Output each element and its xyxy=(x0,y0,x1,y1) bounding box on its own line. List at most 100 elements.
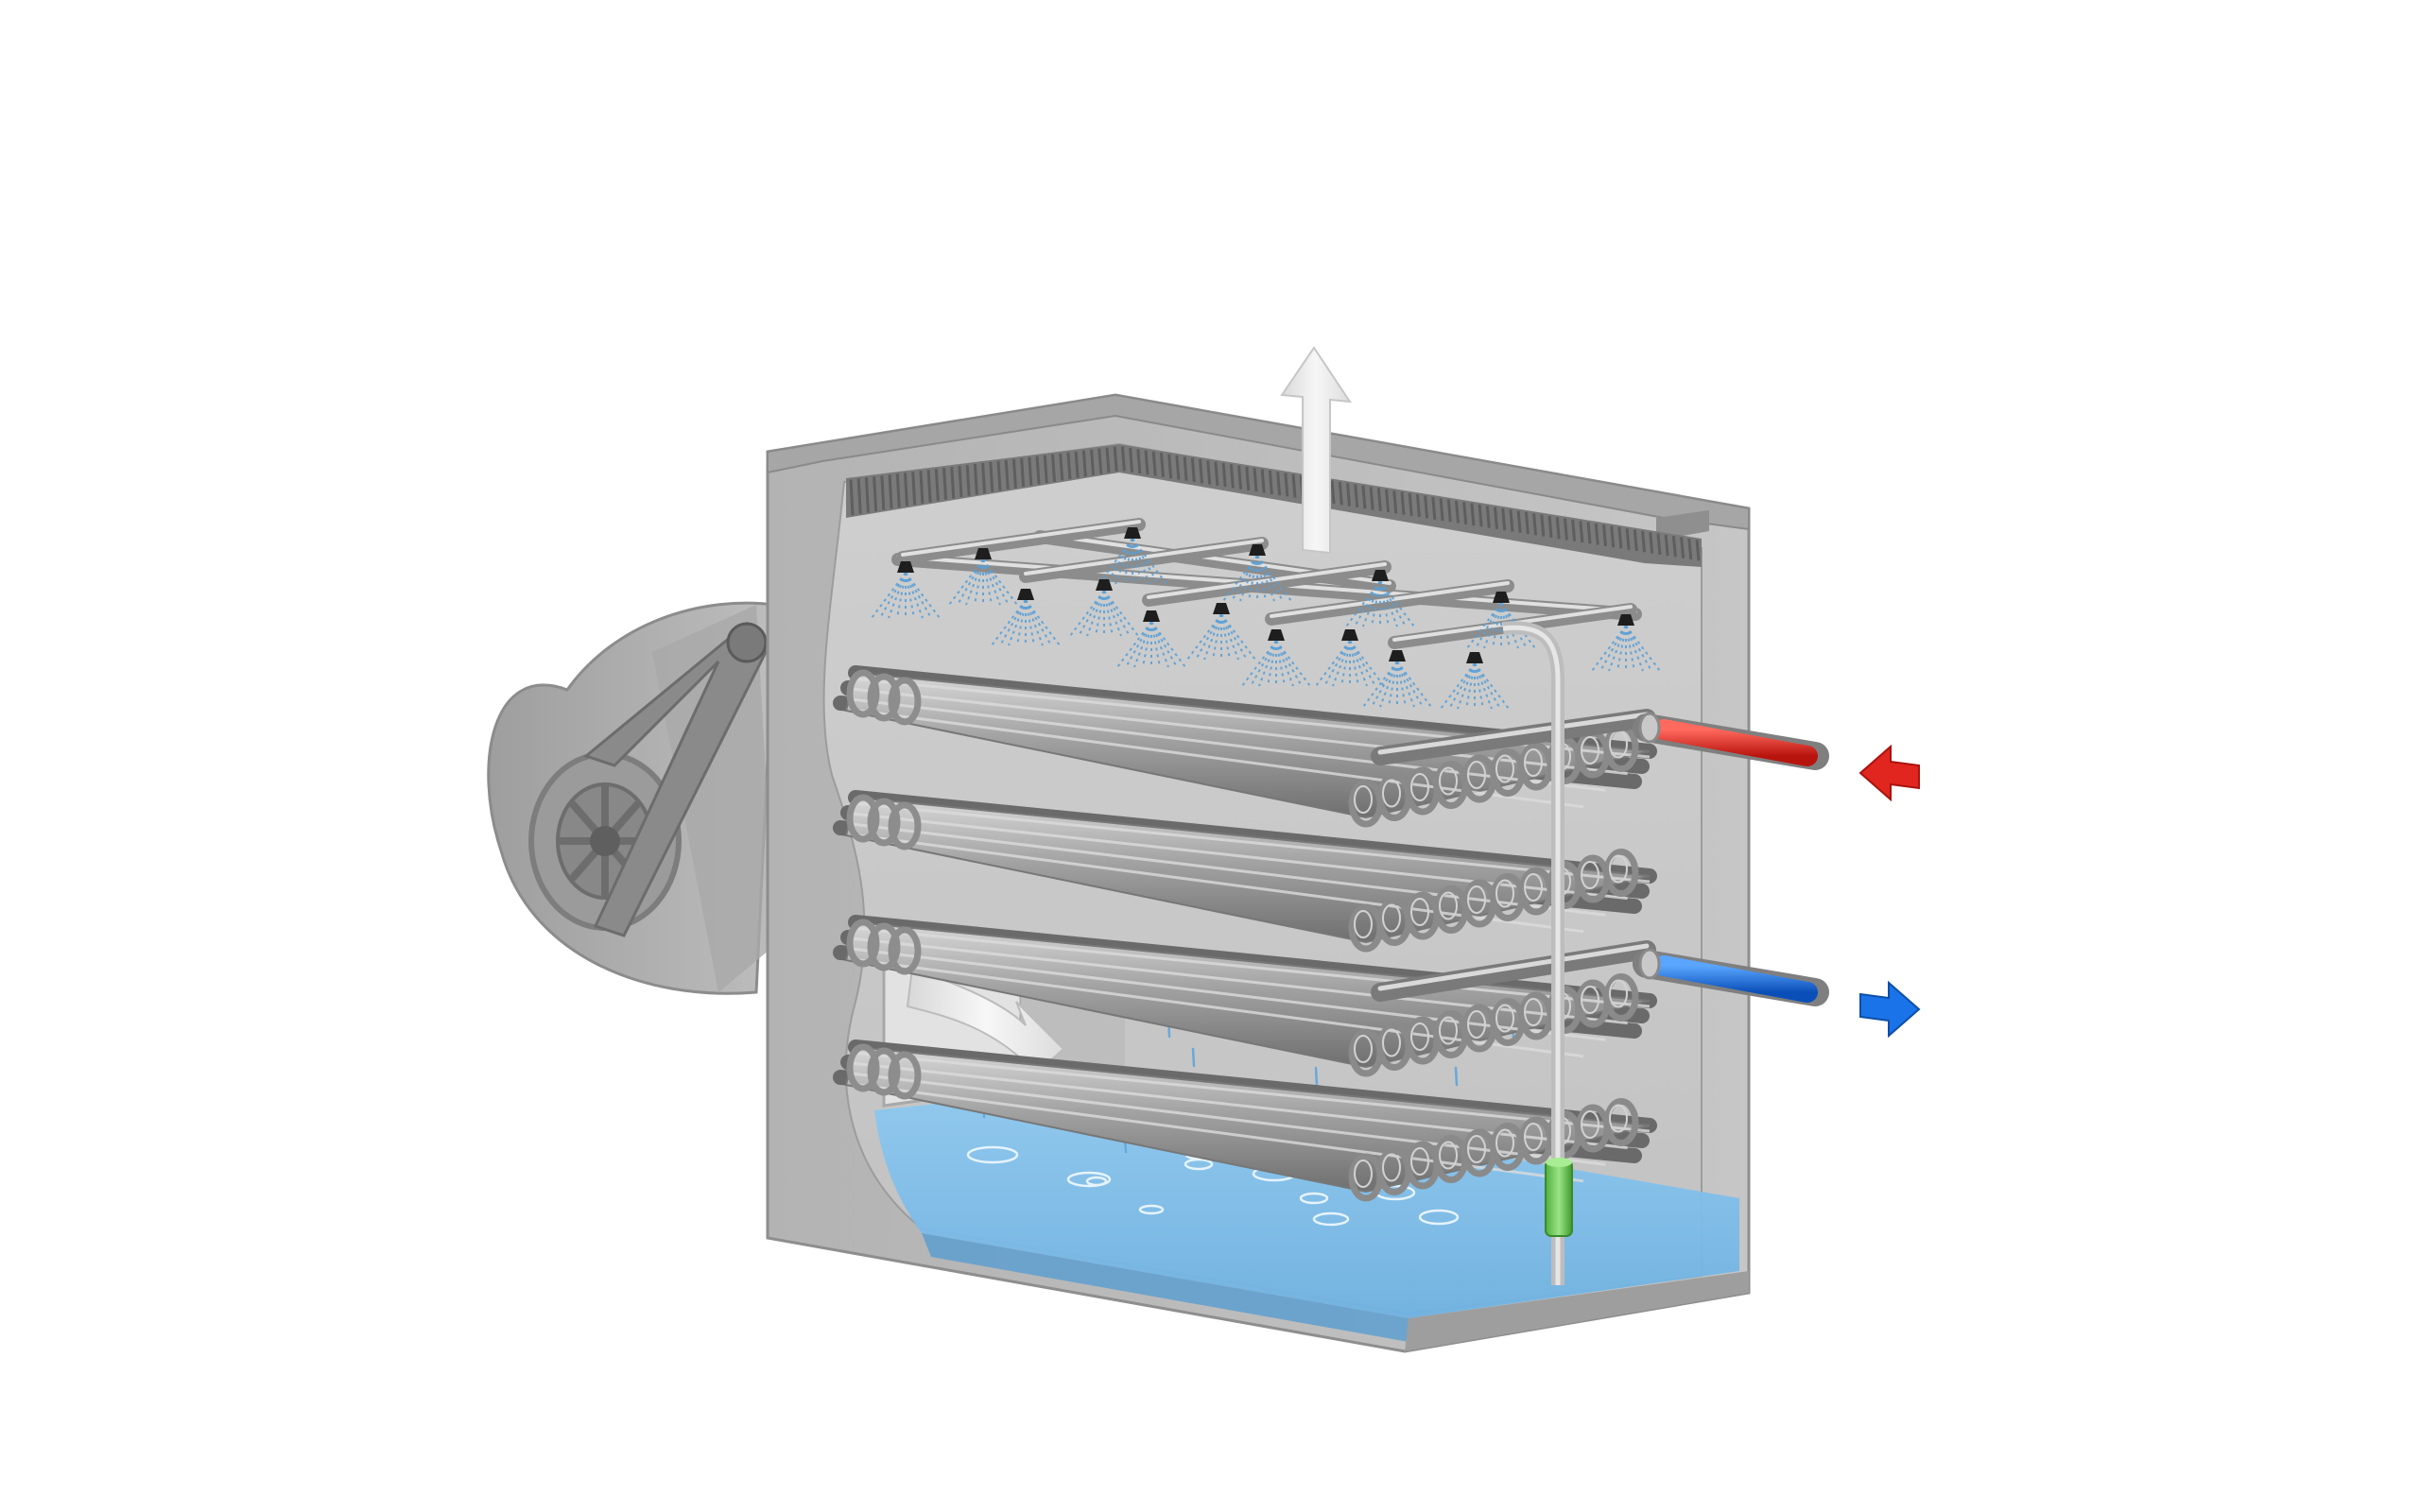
louver-blade xyxy=(1617,526,1623,549)
spray-stream xyxy=(1008,599,1027,646)
louver-blade xyxy=(1206,460,1212,485)
louver-blade xyxy=(1424,495,1429,519)
louver-blade xyxy=(1478,504,1483,527)
nozzle-tip xyxy=(1249,544,1266,556)
nozzle-tip xyxy=(1213,603,1230,614)
spray-stream xyxy=(1500,602,1519,649)
spray-stream xyxy=(1323,640,1351,687)
spray-main-pipe xyxy=(896,518,1146,564)
tube-header xyxy=(1371,709,1656,765)
tube-return-bend xyxy=(1603,1098,1639,1146)
louver-blade xyxy=(1284,472,1289,497)
louver-blade xyxy=(1446,499,1452,523)
tube-bundle xyxy=(833,665,1657,1202)
louver-blade xyxy=(1144,450,1150,475)
spray-stream xyxy=(905,572,941,619)
hot-fluid-inlet xyxy=(1633,712,1829,770)
louver-blade xyxy=(926,470,932,503)
spray-stream xyxy=(1608,625,1627,672)
tube-return-bend xyxy=(846,919,880,968)
spray-stream xyxy=(905,572,924,619)
louver-blade xyxy=(1136,449,1142,474)
spray-stream xyxy=(1474,662,1510,710)
tube-return-bend xyxy=(846,1043,880,1092)
spray-stream xyxy=(1222,555,1258,602)
louver-blade xyxy=(1695,540,1701,561)
louver-blade xyxy=(1687,538,1693,560)
louver-blade xyxy=(1260,469,1266,493)
water-basin xyxy=(874,1087,1749,1351)
louver-blade xyxy=(849,479,855,516)
spray-nozzle xyxy=(1098,527,1167,585)
spray-stream xyxy=(1465,662,1476,710)
water-ripple xyxy=(1138,1204,1165,1215)
tube-bend-highlight xyxy=(1524,748,1543,777)
tube-highlight xyxy=(851,801,1651,884)
louver-blade xyxy=(1004,459,1010,490)
spray-stream xyxy=(1500,602,1511,649)
tube-bend-highlight xyxy=(1524,1123,1543,1151)
tube-bend-highlight xyxy=(1382,1028,1401,1057)
spray-stream xyxy=(1625,625,1635,672)
louver-blade xyxy=(1369,487,1374,510)
tube-bend-highlight xyxy=(1410,898,1429,926)
louver-blade xyxy=(1656,533,1662,555)
spray-stream xyxy=(1396,661,1407,708)
spray-nozzle xyxy=(871,561,941,619)
tube-bend-highlight xyxy=(1354,785,1373,814)
louver-blade xyxy=(965,464,971,496)
spray-stream xyxy=(1220,613,1248,661)
arrow-right-icon xyxy=(1859,980,1921,1039)
louver-blade xyxy=(996,460,1002,491)
spray-stream xyxy=(1256,555,1284,602)
louver-blade xyxy=(1555,517,1561,540)
tube-return-bend xyxy=(846,794,880,843)
louver-blade xyxy=(1229,464,1235,489)
nozzle-tip xyxy=(1372,570,1389,581)
tube-bend-highlight xyxy=(1382,779,1401,808)
water-ripple xyxy=(1312,1211,1350,1227)
arrow-left-icon xyxy=(1858,744,1920,802)
spray-stream xyxy=(1362,580,1381,627)
tube-bend-highlight xyxy=(1439,766,1458,796)
spray-nozzle xyxy=(1222,544,1292,602)
louver-blade xyxy=(1400,491,1406,515)
spray-stream xyxy=(1448,662,1476,710)
spray-stream xyxy=(1132,538,1167,585)
louver-blade xyxy=(1175,455,1181,480)
spray-stream xyxy=(999,599,1027,646)
louver-blade xyxy=(950,466,956,499)
tube-highlight xyxy=(851,697,1606,792)
spray-main-pipe xyxy=(1265,579,1514,626)
spray-stream xyxy=(1186,613,1222,661)
water-riser xyxy=(1502,621,1573,1285)
spray-stream xyxy=(1492,602,1502,649)
louver-blade xyxy=(1043,455,1048,484)
spray-stream xyxy=(1349,640,1359,687)
spray-stream xyxy=(957,558,984,606)
spray-main-pipe xyxy=(1142,560,1392,607)
spray-stream xyxy=(1069,590,1105,637)
spray-stream xyxy=(1345,580,1381,627)
louver-blade xyxy=(934,469,940,502)
tube-header xyxy=(1371,940,1656,1002)
louver-blade xyxy=(903,472,908,507)
louver-blade xyxy=(1361,485,1367,509)
nozzle-tip xyxy=(1617,614,1634,626)
spray-stream xyxy=(1388,661,1398,708)
spray-stream xyxy=(1016,599,1027,646)
spray-stream xyxy=(991,599,1027,646)
louver-blade xyxy=(1601,524,1607,546)
casing-rim-cap xyxy=(1656,510,1709,541)
spray-stream xyxy=(1349,640,1385,687)
pipe-highlight xyxy=(901,520,1141,557)
louver-blade xyxy=(1641,530,1647,553)
tube-row xyxy=(833,915,1657,1077)
louver-blade xyxy=(1664,534,1669,557)
motor-pulley xyxy=(726,622,768,663)
louver-blade xyxy=(1625,528,1631,550)
louver-blade xyxy=(1485,506,1491,528)
tube-bend-highlight xyxy=(1467,885,1486,914)
